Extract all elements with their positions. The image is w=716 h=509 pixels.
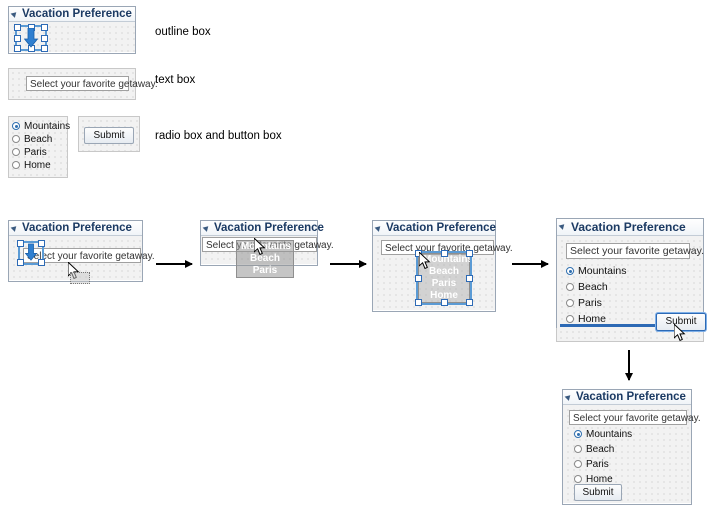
legend-radio-home[interactable]: Home: [12, 159, 70, 172]
radio-label: Mountains: [578, 265, 627, 277]
step4-drop-line: [560, 324, 700, 327]
ghost-item-home: Home: [251, 277, 279, 288]
mouse-cursor-icon: [254, 238, 266, 256]
radio-label: Mountains: [24, 121, 71, 132]
radio-label: Paris: [578, 297, 602, 309]
radio-icon: [12, 148, 20, 156]
step5-radio-group: Mountains Beach Paris Home: [574, 427, 632, 487]
arrow-right-icon: [330, 260, 367, 268]
radio-icon: [566, 267, 574, 275]
radio-label: Paris: [586, 459, 609, 470]
legend-radio-paris[interactable]: Paris: [12, 146, 70, 159]
radio-label: Home: [578, 313, 607, 325]
legend-textbox-label: text box: [155, 74, 196, 86]
step5-submit-button[interactable]: Submit: [574, 484, 622, 501]
step4-radio-paris[interactable]: Paris: [566, 295, 626, 311]
step5-radio-mountains[interactable]: Mountains: [574, 427, 632, 442]
legend-radio-group: Mountains Beach Paris Home: [12, 120, 70, 172]
step4-radio-group: Mountains Beach Paris Home: [566, 263, 626, 327]
radio-label: Mountains: [586, 429, 633, 440]
radio-icon: [574, 460, 582, 468]
radio-icon: [566, 299, 574, 307]
panel-title: Vacation Preference: [563, 390, 691, 405]
mouse-cursor-icon: [674, 324, 686, 342]
step5-radio-home[interactable]: Home: [574, 472, 632, 487]
radio-icon: [566, 283, 574, 291]
step5-radio-paris[interactable]: Paris: [574, 457, 632, 472]
panel-title: Vacation Preference: [373, 221, 496, 236]
panel-title-label: Vacation Preference: [571, 220, 686, 234]
triangle-icon: [10, 224, 19, 232]
panel-title-label: Vacation Preference: [22, 222, 132, 234]
arrow-right-icon: [512, 260, 549, 268]
panel-title: Vacation Preference: [201, 221, 324, 236]
legend-radio-button-label: radio box and button box: [155, 130, 282, 142]
radio-label: Beach: [578, 281, 608, 293]
triangle-icon: [10, 10, 19, 18]
step1-drop-indicator: [17, 240, 45, 266]
panel-title: Vacation Preference: [557, 219, 703, 236]
step4-radio-home[interactable]: Home: [566, 311, 626, 327]
arrow-right-icon: [156, 260, 193, 268]
ghost-item-paris: Paris: [252, 265, 278, 276]
outline-selection: [14, 24, 48, 52]
step4-drop-canvas: [556, 328, 704, 342]
panel-title-label: Vacation Preference: [386, 222, 496, 234]
down-arrow-icon: [24, 28, 38, 48]
radio-icon: [12, 122, 20, 130]
radio-label: Home: [24, 160, 51, 171]
radio-icon: [12, 135, 20, 143]
legend-submit-button[interactable]: Submit: [84, 127, 134, 144]
panel-title-label: Vacation Preference: [22, 8, 132, 20]
step4-radio-beach[interactable]: Beach: [566, 279, 626, 295]
legend-textbox[interactable]: Select your favorite getaway.: [26, 76, 158, 91]
arrow-down-icon: [625, 350, 633, 381]
ghost-item-mountains: Mountains: [241, 241, 291, 252]
radio-icon: [574, 445, 582, 453]
ghost-item-mountains: Mountains: [423, 254, 473, 265]
down-arrow-icon: [25, 243, 37, 261]
step1-textbox[interactable]: Select your favorite getaway.: [23, 248, 155, 263]
panel-title-label: Vacation Preference: [576, 391, 686, 403]
legend-outline-panel: Vacation Preference: [8, 6, 136, 54]
radio-label: Paris: [24, 147, 47, 158]
ghost-item-beach: Beach: [249, 253, 280, 264]
legend-radio-beach[interactable]: Beach: [12, 133, 70, 146]
legend-radio-mountains[interactable]: Mountains: [12, 120, 70, 133]
triangle-icon: [202, 224, 211, 232]
radio-icon: [574, 475, 582, 483]
step5-textbox[interactable]: Select your favorite getaway.: [569, 410, 701, 425]
mouse-cursor-icon: [419, 252, 431, 270]
triangle-icon: [374, 224, 383, 232]
panel-title: Vacation Preference: [9, 7, 135, 22]
ghost-item-home: Home: [430, 290, 458, 301]
radio-icon: [566, 315, 574, 323]
triangle-icon: [564, 393, 573, 401]
panel-title: Vacation Preference: [9, 221, 142, 236]
radio-icon: [574, 430, 582, 438]
ghost-item-beach: Beach: [428, 266, 459, 277]
radio-label: Beach: [586, 444, 615, 455]
radio-label: Home: [586, 474, 613, 485]
step4-radio-mountains[interactable]: Mountains: [566, 263, 626, 279]
step4-textbox[interactable]: Select your favorite getaway.: [566, 243, 704, 259]
panel-title-label: Vacation Preference: [214, 222, 324, 234]
ghost-item-paris: Paris: [431, 278, 457, 289]
step5-radio-beach[interactable]: Beach: [574, 442, 632, 457]
radio-label: Beach: [24, 134, 53, 145]
legend-outline-label: outline box: [155, 26, 211, 38]
radio-icon: [12, 161, 20, 169]
panel-body: [9, 22, 135, 52]
triangle-icon: [558, 222, 567, 230]
step2-drag-ghost: Mountains Beach Paris Home: [236, 240, 294, 288]
step1-drag-ghost: [70, 272, 90, 284]
